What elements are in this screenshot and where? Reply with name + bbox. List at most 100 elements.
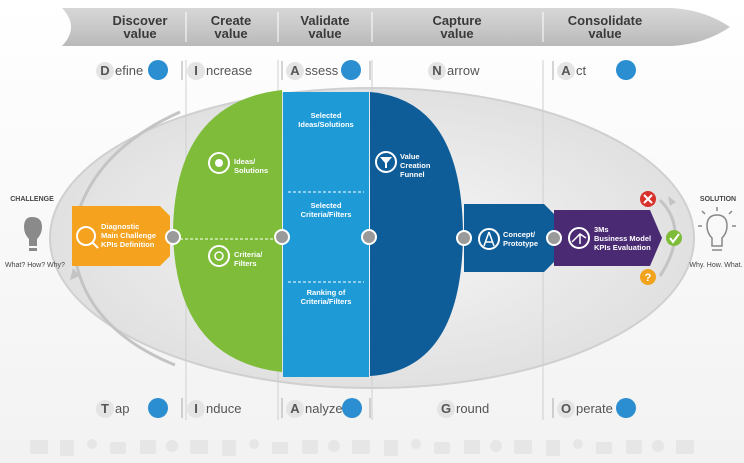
concept-box-shape xyxy=(464,204,554,272)
stage-title: Consolidate xyxy=(567,13,643,28)
approve-icon xyxy=(666,230,682,246)
word-initial: A xyxy=(286,62,304,80)
stage-title: Capture xyxy=(432,13,482,28)
solution-bulb-icon xyxy=(698,207,736,251)
label-line: Filters xyxy=(234,259,257,268)
label-line: 3Ms xyxy=(594,225,609,234)
stage-subtitle: value xyxy=(308,26,342,41)
label-line: Criteria/ xyxy=(234,250,263,259)
magnifier-icon xyxy=(76,226,96,246)
funnel-icon-shape xyxy=(380,157,392,168)
label-line: Criteria/Filters xyxy=(300,297,352,306)
business-model-evaluation-label: 3Ms Business Model KPIs Evaluation xyxy=(594,225,651,252)
word-initial: O xyxy=(557,400,575,418)
criteria-filters-label: Criteria/ Filters xyxy=(234,250,262,268)
people-icon xyxy=(148,60,168,80)
loop-arrowhead xyxy=(70,268,80,280)
connector-node xyxy=(546,230,562,246)
label-line: Value xyxy=(400,152,420,161)
evaluation-box-shape xyxy=(554,210,662,266)
compass-icon-shape xyxy=(483,231,495,247)
label-line: Funnel xyxy=(400,170,425,179)
label-line: Ranking of xyxy=(306,288,346,297)
compass-icon xyxy=(478,228,500,250)
label-line: Selected xyxy=(310,201,342,210)
darkblue-segment xyxy=(370,92,463,376)
word-initial: N xyxy=(428,62,446,80)
business-model-icon-shape xyxy=(571,233,587,244)
funnel-icon xyxy=(375,151,397,173)
value-creation-funnel-label: Value Creation Funnel xyxy=(400,152,430,179)
label-line: Ideas/Solutions xyxy=(298,120,354,129)
people-icon xyxy=(616,398,636,418)
diagnostic-label: Diagnostic Main Challenge KPIs Definitio… xyxy=(101,222,156,249)
ideas-icon-core xyxy=(215,159,223,167)
word-initial: I xyxy=(187,400,205,418)
word-rest: ct xyxy=(576,63,587,78)
reject-icon-x xyxy=(643,194,653,204)
word-initial: T xyxy=(96,400,114,418)
stage-banner xyxy=(62,8,730,46)
challenge-caption: What? How? Why? xyxy=(5,262,65,269)
approve-icon-check xyxy=(669,233,680,244)
concept-prototype-label: Concept/ Prototype xyxy=(503,230,538,248)
connector-node xyxy=(165,229,181,245)
solution-caption: Why. How. What. xyxy=(689,262,743,269)
connector-node xyxy=(274,229,290,245)
word-rest: perate xyxy=(576,401,613,416)
stage-subtitle: value xyxy=(214,26,248,41)
stage-label-discover: Discover value xyxy=(85,14,195,40)
word-rest: efine xyxy=(115,63,144,78)
label-line: Creation xyxy=(400,161,431,170)
word-initial: A xyxy=(286,400,304,418)
label-line: Concept/ xyxy=(503,230,536,239)
word-rest: arrow xyxy=(447,63,480,78)
ideas-icon xyxy=(208,152,230,174)
diagnostic-line: KPIs Definition xyxy=(101,240,155,249)
loop-arrowhead xyxy=(668,196,676,206)
word-rest: nduce xyxy=(206,401,242,416)
word-initial: I xyxy=(187,62,205,80)
stage-title: Validate xyxy=(300,13,350,28)
lightblue-segment xyxy=(283,92,369,377)
people-icon xyxy=(148,398,168,418)
footer-icon-strip xyxy=(30,439,694,456)
stage-label-consolidate: Consolidate value xyxy=(550,14,660,40)
word-rest: ap xyxy=(115,401,130,416)
ideas-solutions-label: Ideas/ Solutions xyxy=(234,157,268,175)
label-line: Ideas/ xyxy=(234,157,256,166)
connector-nodes xyxy=(165,229,562,246)
stage-subtitle: value xyxy=(588,26,622,41)
stage-label-validate: Validate value xyxy=(270,14,380,40)
people-icon xyxy=(341,60,361,80)
word-initial: A xyxy=(557,62,575,80)
diagnostic-line: Diagnostic xyxy=(101,222,140,231)
filters-icon xyxy=(208,245,230,267)
stage-subtitle: value xyxy=(440,26,474,41)
word-rest: ncrease xyxy=(206,63,253,78)
diagnostic-box-shape xyxy=(72,206,170,266)
diagnostic-line: Main Challenge xyxy=(101,231,157,240)
challenge-bulb-icon xyxy=(24,217,42,251)
word-rest: ssess xyxy=(305,63,339,78)
ranking-criteria-label: Ranking of Criteria/Filters xyxy=(285,288,367,306)
word-initial: G xyxy=(437,400,455,418)
connector-node xyxy=(361,229,377,245)
business-model-icon xyxy=(568,227,590,249)
selected-ideas-label: Selected Ideas/Solutions xyxy=(285,111,367,129)
word-rest: nalyze xyxy=(305,401,343,416)
stage-subtitle: value xyxy=(123,26,157,41)
word-rest: round xyxy=(456,401,490,416)
filters-icon-core xyxy=(214,251,224,261)
label-line: Prototype xyxy=(503,239,539,248)
label-line: KPIs Evaluation xyxy=(594,243,651,252)
